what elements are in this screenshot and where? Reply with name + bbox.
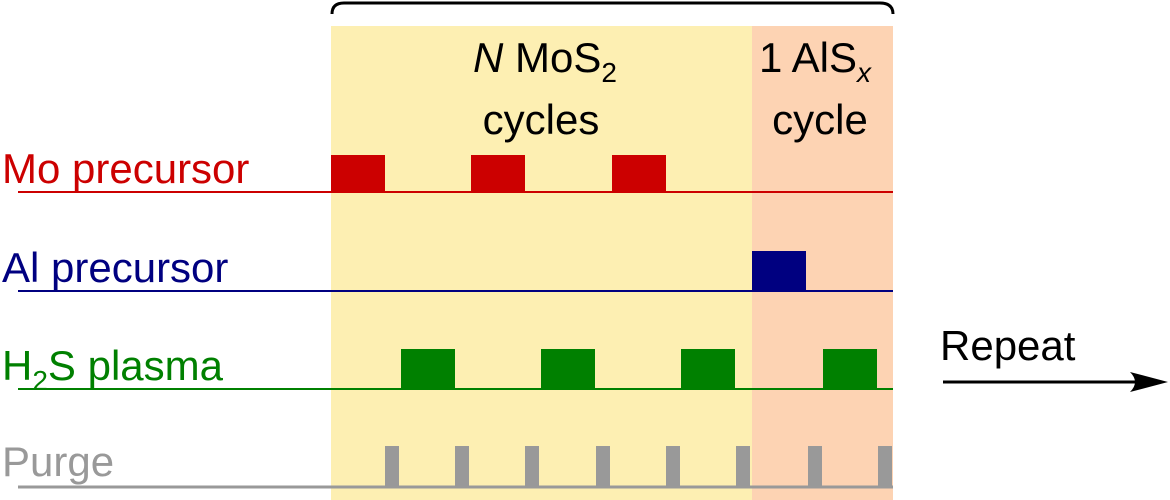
row-label-h2s-plasma: H2S plasma [2, 342, 224, 396]
h2s-suffix: S plasma [48, 342, 224, 389]
row-label-purge: Purge [2, 438, 114, 485]
purge-pulse [666, 446, 680, 487]
purge-pulse [385, 446, 399, 487]
mos2-n: N [473, 34, 504, 81]
h2s-pulse [681, 349, 735, 389]
repeat-label: Repeat [940, 322, 1076, 369]
repeat-arrow-icon [1130, 372, 1168, 392]
purge-pulse [525, 446, 539, 487]
purge-pulse [736, 446, 750, 487]
mo-pulse [471, 155, 525, 192]
h2s-prefix: H [2, 342, 32, 389]
mos2-cycles-line2: cycles [483, 96, 600, 143]
alsx-cycle-line2: cycle [772, 96, 868, 143]
mos2-sub: 2 [601, 57, 617, 88]
row-label-mo-precursor: Mo precursor [2, 145, 249, 192]
mos2-text: MoS [503, 34, 601, 81]
purge-pulse [878, 446, 892, 487]
cycle-brace [330, 1, 895, 15]
h2s-pulse [823, 349, 877, 389]
alsx-sub: x [855, 57, 872, 88]
h2s-pulse [401, 349, 455, 389]
al-pulse [752, 251, 806, 291]
purge-pulse [596, 446, 610, 487]
purge-pulse [455, 446, 469, 487]
purge-pulse [808, 446, 822, 487]
h2s-pulse [541, 349, 595, 389]
alsx-text: 1 AlS [759, 34, 857, 81]
mo-pulse [331, 155, 385, 192]
mos2-cycles-region [331, 26, 752, 500]
mo-pulse [612, 155, 666, 192]
h2s-sub: 2 [32, 365, 48, 396]
mos2-cycles-title: N MoS2 [473, 34, 617, 88]
alsx-cycle-title: 1 AlSx [759, 34, 872, 88]
row-label-al-precursor: Al precursor [2, 244, 228, 291]
